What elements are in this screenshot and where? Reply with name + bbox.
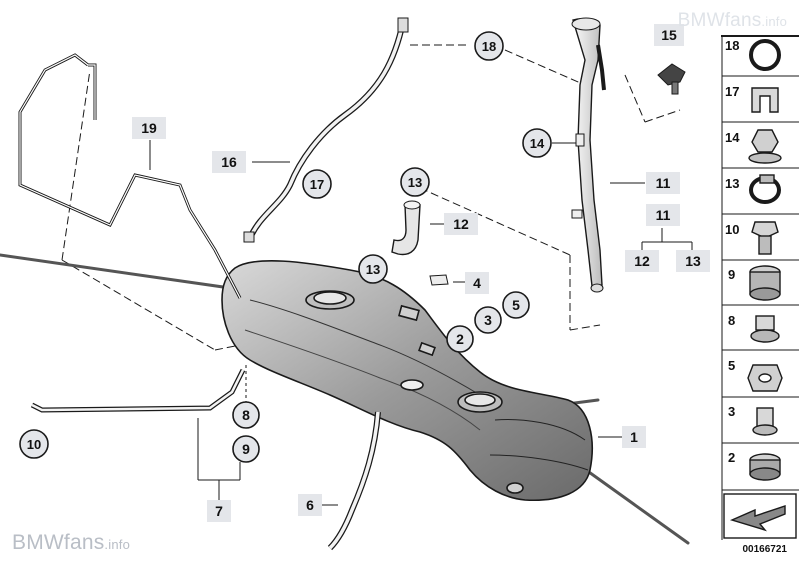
callout-12-hose: 12 — [444, 213, 478, 235]
svg-text:1: 1 — [630, 429, 638, 445]
fuel-line-pipe — [18, 53, 242, 299]
callout-5: 5 — [502, 291, 530, 319]
grommet-icon — [750, 315, 780, 343]
watermark-brand: BMWfans — [677, 10, 762, 31]
callout-16: 16 — [212, 151, 246, 173]
svg-text:14: 14 — [530, 136, 545, 151]
callout-14: 14 — [522, 128, 552, 158]
hose-clamp-icon — [749, 174, 781, 204]
column-label: 3 — [728, 404, 735, 419]
svg-text:4: 4 — [473, 275, 481, 291]
svg-text:11: 11 — [656, 207, 671, 223]
rubber-mount-icon — [749, 265, 781, 301]
catalog-number: 00166721 — [742, 544, 788, 555]
callout-19: 19 — [132, 117, 166, 139]
plug-icon — [752, 407, 778, 436]
svg-text:13: 13 — [366, 262, 380, 277]
fuel-tank — [221, 260, 593, 502]
vent-valve — [657, 63, 686, 95]
column-label: 5 — [728, 358, 735, 373]
callout-13-mid: 13 — [358, 254, 388, 284]
arrow-icon — [723, 493, 797, 539]
svg-text:6: 6 — [306, 497, 314, 513]
hex-nut-icon — [747, 364, 783, 392]
callout-18: 18 — [474, 31, 504, 61]
callouts-boxed: 1 4 6 7 11 11 12 12 13 15 16 19 — [132, 24, 710, 522]
callout-3: 3 — [474, 306, 502, 334]
callout-10: 10 — [19, 429, 49, 459]
parts-column-labels: 18 17 14 13 10 9 8 5 3 2 — [725, 38, 740, 465]
callout-1: 1 — [622, 426, 646, 448]
clip-icon — [751, 87, 779, 113]
callout-9: 9 — [232, 435, 260, 463]
svg-text:16: 16 — [221, 154, 237, 170]
column-label: 18 — [725, 38, 739, 53]
column-label: 8 — [728, 313, 735, 328]
svg-text:7: 7 — [215, 503, 223, 519]
svg-text:8: 8 — [242, 407, 250, 423]
bushing-icon — [749, 453, 781, 481]
breather-pipe — [243, 17, 409, 243]
callout-15: 15 — [654, 24, 684, 46]
callout-8: 8 — [232, 401, 260, 429]
callout-12-set: 12 — [625, 250, 659, 272]
svg-text:3: 3 — [484, 312, 492, 328]
o-ring-icon — [749, 39, 781, 71]
column-label: 9 — [728, 267, 735, 282]
svg-text:11: 11 — [656, 175, 671, 191]
column-label: 14 — [725, 130, 740, 145]
svg-text:17: 17 — [310, 177, 324, 192]
callout-7: 7 — [207, 500, 231, 522]
callouts-circled: 2 3 5 8 9 10 13 13 14 17 18 — [19, 31, 552, 463]
svg-text:15: 15 — [661, 27, 677, 43]
column-label: 13 — [725, 176, 739, 191]
callout-13-top: 13 — [400, 167, 430, 197]
svg-text:9: 9 — [242, 441, 250, 457]
tension-strap-rear — [30, 368, 246, 413]
svg-text:10: 10 — [27, 437, 41, 452]
nut-icon — [748, 129, 782, 164]
svg-text:19: 19 — [141, 120, 157, 136]
column-label: 17 — [725, 84, 739, 99]
leader-lines — [61, 44, 693, 506]
callout-13-set: 13 — [676, 250, 710, 272]
parts-column — [721, 35, 799, 540]
svg-text:5: 5 — [512, 297, 520, 313]
column-divider-lines — [721, 35, 799, 540]
callout-6: 6 — [298, 494, 322, 516]
watermark-suffix: .info — [104, 537, 130, 552]
svg-text:13: 13 — [685, 253, 701, 269]
column-label: 2 — [728, 450, 735, 465]
svg-text:12: 12 — [634, 253, 650, 269]
foam-pad — [429, 274, 449, 286]
svg-text:18: 18 — [482, 39, 496, 54]
filler-neck — [571, 17, 606, 293]
watermark-bottom: BMWfans.info — [12, 531, 130, 555]
callout-11-main: 11 — [646, 172, 680, 194]
svg-text:13: 13 — [408, 175, 422, 190]
watermark-top: BMWfans.info — [678, 10, 787, 32]
svg-text:12: 12 — [453, 216, 469, 232]
watermark-brand: BMWfans — [12, 531, 105, 554]
tension-strap-front — [327, 411, 381, 551]
column-label: 10 — [725, 222, 739, 237]
callout-2: 2 — [446, 325, 474, 353]
callout-4: 4 — [465, 272, 489, 294]
svg-text:2: 2 — [456, 331, 464, 347]
hose-elbow — [391, 200, 421, 256]
watermark-suffix: .info — [761, 14, 787, 29]
callout-17: 17 — [302, 169, 332, 199]
bolt-icon — [751, 221, 779, 255]
callout-11-set: 11 — [646, 204, 680, 226]
